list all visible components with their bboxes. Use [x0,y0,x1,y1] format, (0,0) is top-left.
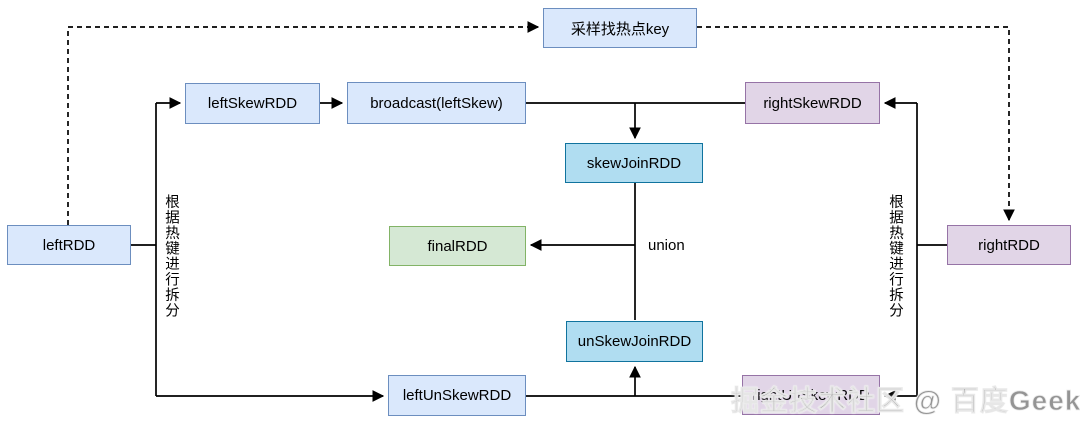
edge-leftrdd-to-sample-dashed [67,21,540,225]
right-split-note: 根据热键进行拆分 [887,194,903,318]
union-label: union [648,237,685,254]
node-broadcast-left-skew: broadcast(leftSkew) [347,82,526,124]
left-split-note: 根据热键进行拆分 [163,194,179,318]
edge-sample-to-rightrdd-dashed [697,26,1015,222]
node-right-skew-rdd: rightSkewRDD [745,82,880,124]
node-left-unskew-rdd: leftUnSkewRDD [388,375,526,416]
watermark: 掘金技术社区 @ 百度Geek说 [731,385,1080,417]
edge-leftrdd-split-trunk [131,103,157,396]
node-sample-hot-key: 采样找热点key [543,8,697,48]
node-left-rdd: leftRDD [7,225,131,265]
node-left-skew-rdd: leftSkewRDD [185,83,320,124]
node-skew-join-rdd: skewJoinRDD [565,143,703,183]
node-unskew-join-rdd: unSkewJoinRDD [566,321,703,362]
edge-rightrdd-split-trunk [916,103,947,396]
node-right-unskew-rdd: rightUnSkewRDD [742,375,880,415]
node-right-rdd: rightRDD [947,225,1071,265]
node-final-rdd: finalRDD [389,226,526,266]
